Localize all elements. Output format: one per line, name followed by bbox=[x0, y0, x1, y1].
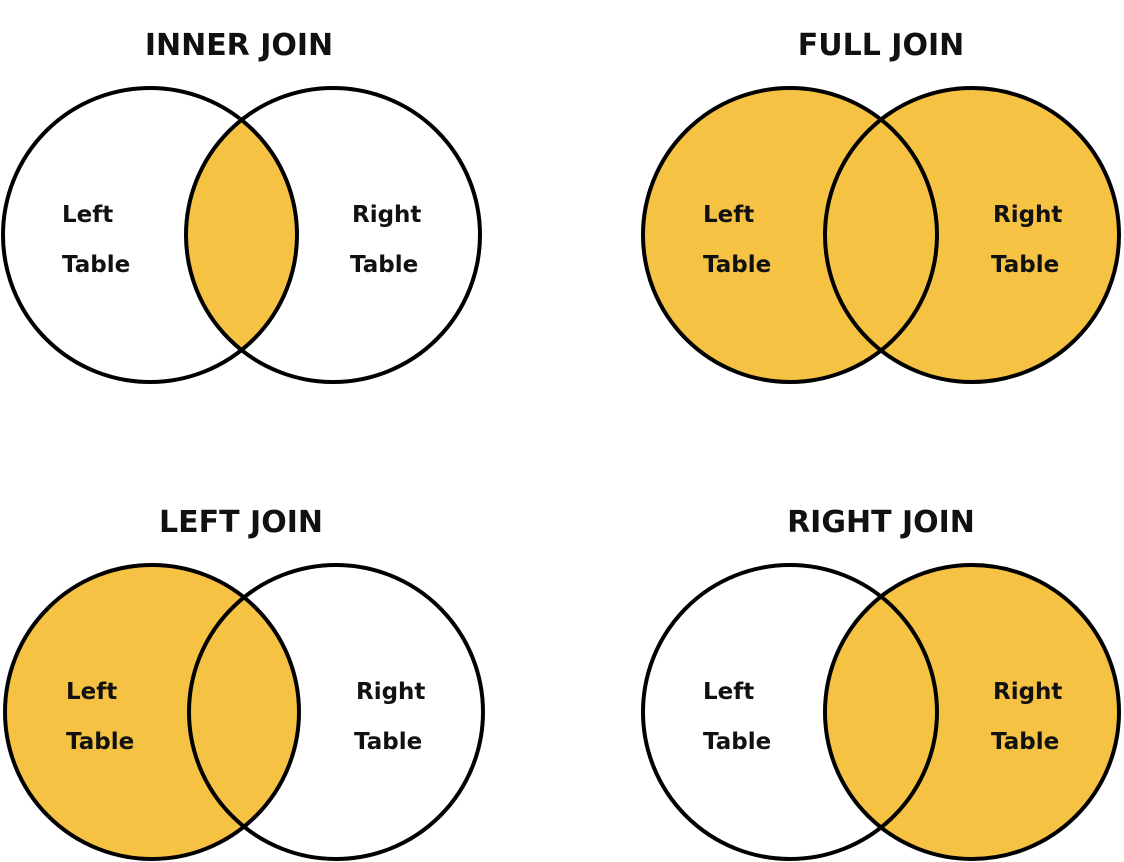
full-join-diagram: FULL JOIN Left Table Right Table bbox=[641, 28, 1121, 384]
left-join-left-label-line1: Left bbox=[66, 679, 117, 705]
left-join-left-label-line2: Table bbox=[66, 729, 134, 755]
left-join-title: LEFT JOIN bbox=[159, 505, 323, 540]
full-join-left-label-line2: Table bbox=[703, 252, 771, 278]
right-join-title: RIGHT JOIN bbox=[787, 505, 975, 540]
full-join-left-label-line1: Left bbox=[703, 202, 754, 228]
full-join-right-circle-fill bbox=[825, 88, 1119, 382]
inner-join-right-label-line1: Right bbox=[352, 202, 421, 228]
right-join-right-circle bbox=[823, 563, 1121, 861]
full-join-left-circle bbox=[641, 86, 939, 384]
full-join-title: FULL JOIN bbox=[798, 28, 964, 63]
full-join-right-circle bbox=[823, 86, 1121, 384]
right-join-left-label-line2: Table bbox=[703, 729, 771, 755]
inner-join-left-circle bbox=[1, 86, 299, 384]
inner-join-right-label-line2: Table bbox=[350, 252, 418, 278]
right-join-diagram: RIGHT JOIN Left Table Right Table bbox=[641, 505, 1121, 861]
left-join-left-circle bbox=[3, 563, 301, 861]
left-join-diagram: LEFT JOIN Left Table Right Table bbox=[3, 505, 485, 861]
right-join-left-label-line1: Left bbox=[703, 679, 754, 705]
inner-join-title: INNER JOIN bbox=[145, 28, 333, 63]
left-join-left-circle-fill bbox=[5, 565, 299, 859]
full-join-right-label-line1: Right bbox=[993, 202, 1062, 228]
full-join-right-label-line2: Table bbox=[991, 252, 1059, 278]
inner-join-right-circle bbox=[184, 86, 482, 384]
right-join-right-label-line2: Table bbox=[991, 729, 1059, 755]
inner-join-intersection-fill bbox=[186, 88, 297, 382]
left-join-right-label-line1: Right bbox=[356, 679, 425, 705]
right-join-right-label-line1: Right bbox=[993, 679, 1062, 705]
right-join-left-circle bbox=[641, 563, 939, 861]
inner-join-diagram: INNER JOIN Left Table Right Table bbox=[1, 28, 482, 384]
inner-join-left-label-line1: Left bbox=[62, 202, 113, 228]
left-join-right-label-line2: Table bbox=[354, 729, 422, 755]
left-join-right-circle bbox=[187, 563, 485, 861]
right-join-right-circle-fill bbox=[825, 565, 1119, 859]
inner-join-left-label-line2: Table bbox=[62, 252, 130, 278]
